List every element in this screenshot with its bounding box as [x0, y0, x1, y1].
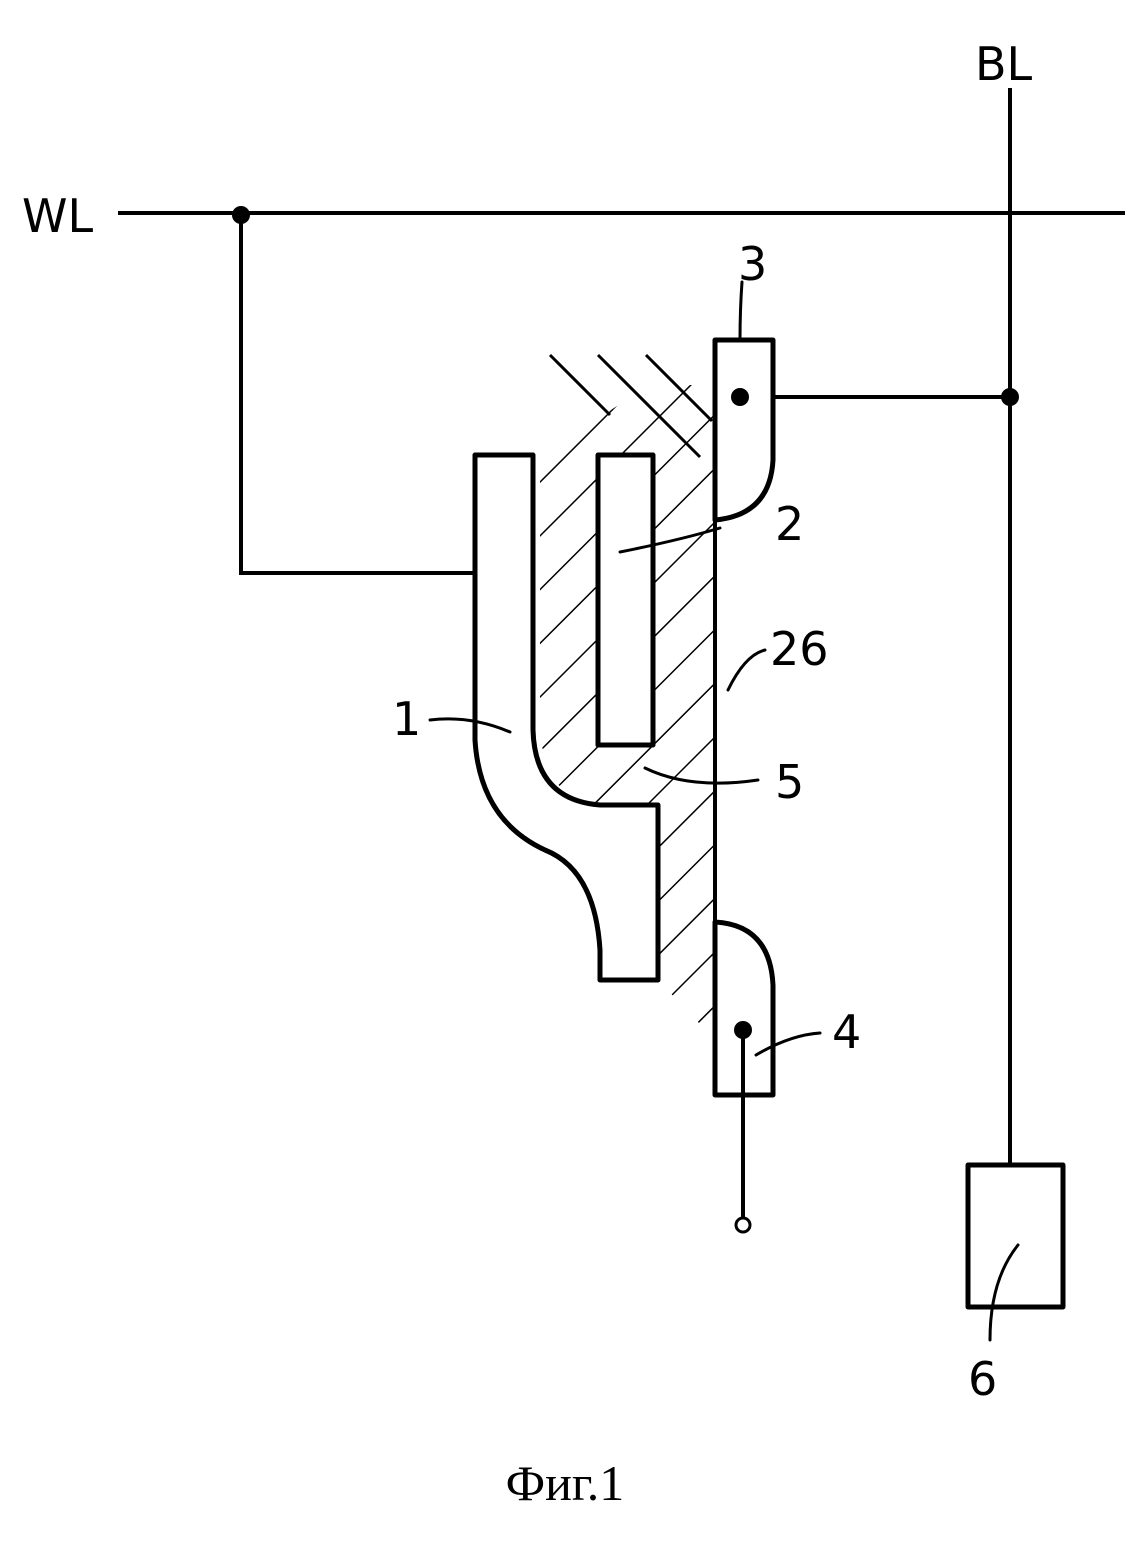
figure-caption: Фиг.1 — [506, 1455, 625, 1511]
label-26: 26 — [770, 622, 829, 676]
element-2 — [598, 455, 653, 745]
gate-connection-wire — [241, 215, 505, 573]
label-1: 1 — [392, 692, 421, 746]
label-wl: WL — [22, 189, 93, 243]
leader-26 — [728, 650, 765, 690]
label-4: 4 — [832, 1005, 861, 1059]
label-bl: BL — [975, 37, 1033, 91]
region-3 — [715, 340, 773, 520]
hatch-stroke — [550, 355, 610, 415]
label-5: 5 — [775, 755, 804, 809]
label-6: 6 — [968, 1352, 997, 1406]
region-3-contact-dot — [731, 388, 749, 406]
box-6 — [968, 1165, 1063, 1307]
terminal-open-circle — [736, 1218, 750, 1232]
label-3: 3 — [738, 237, 767, 291]
label-2: 2 — [775, 497, 804, 551]
